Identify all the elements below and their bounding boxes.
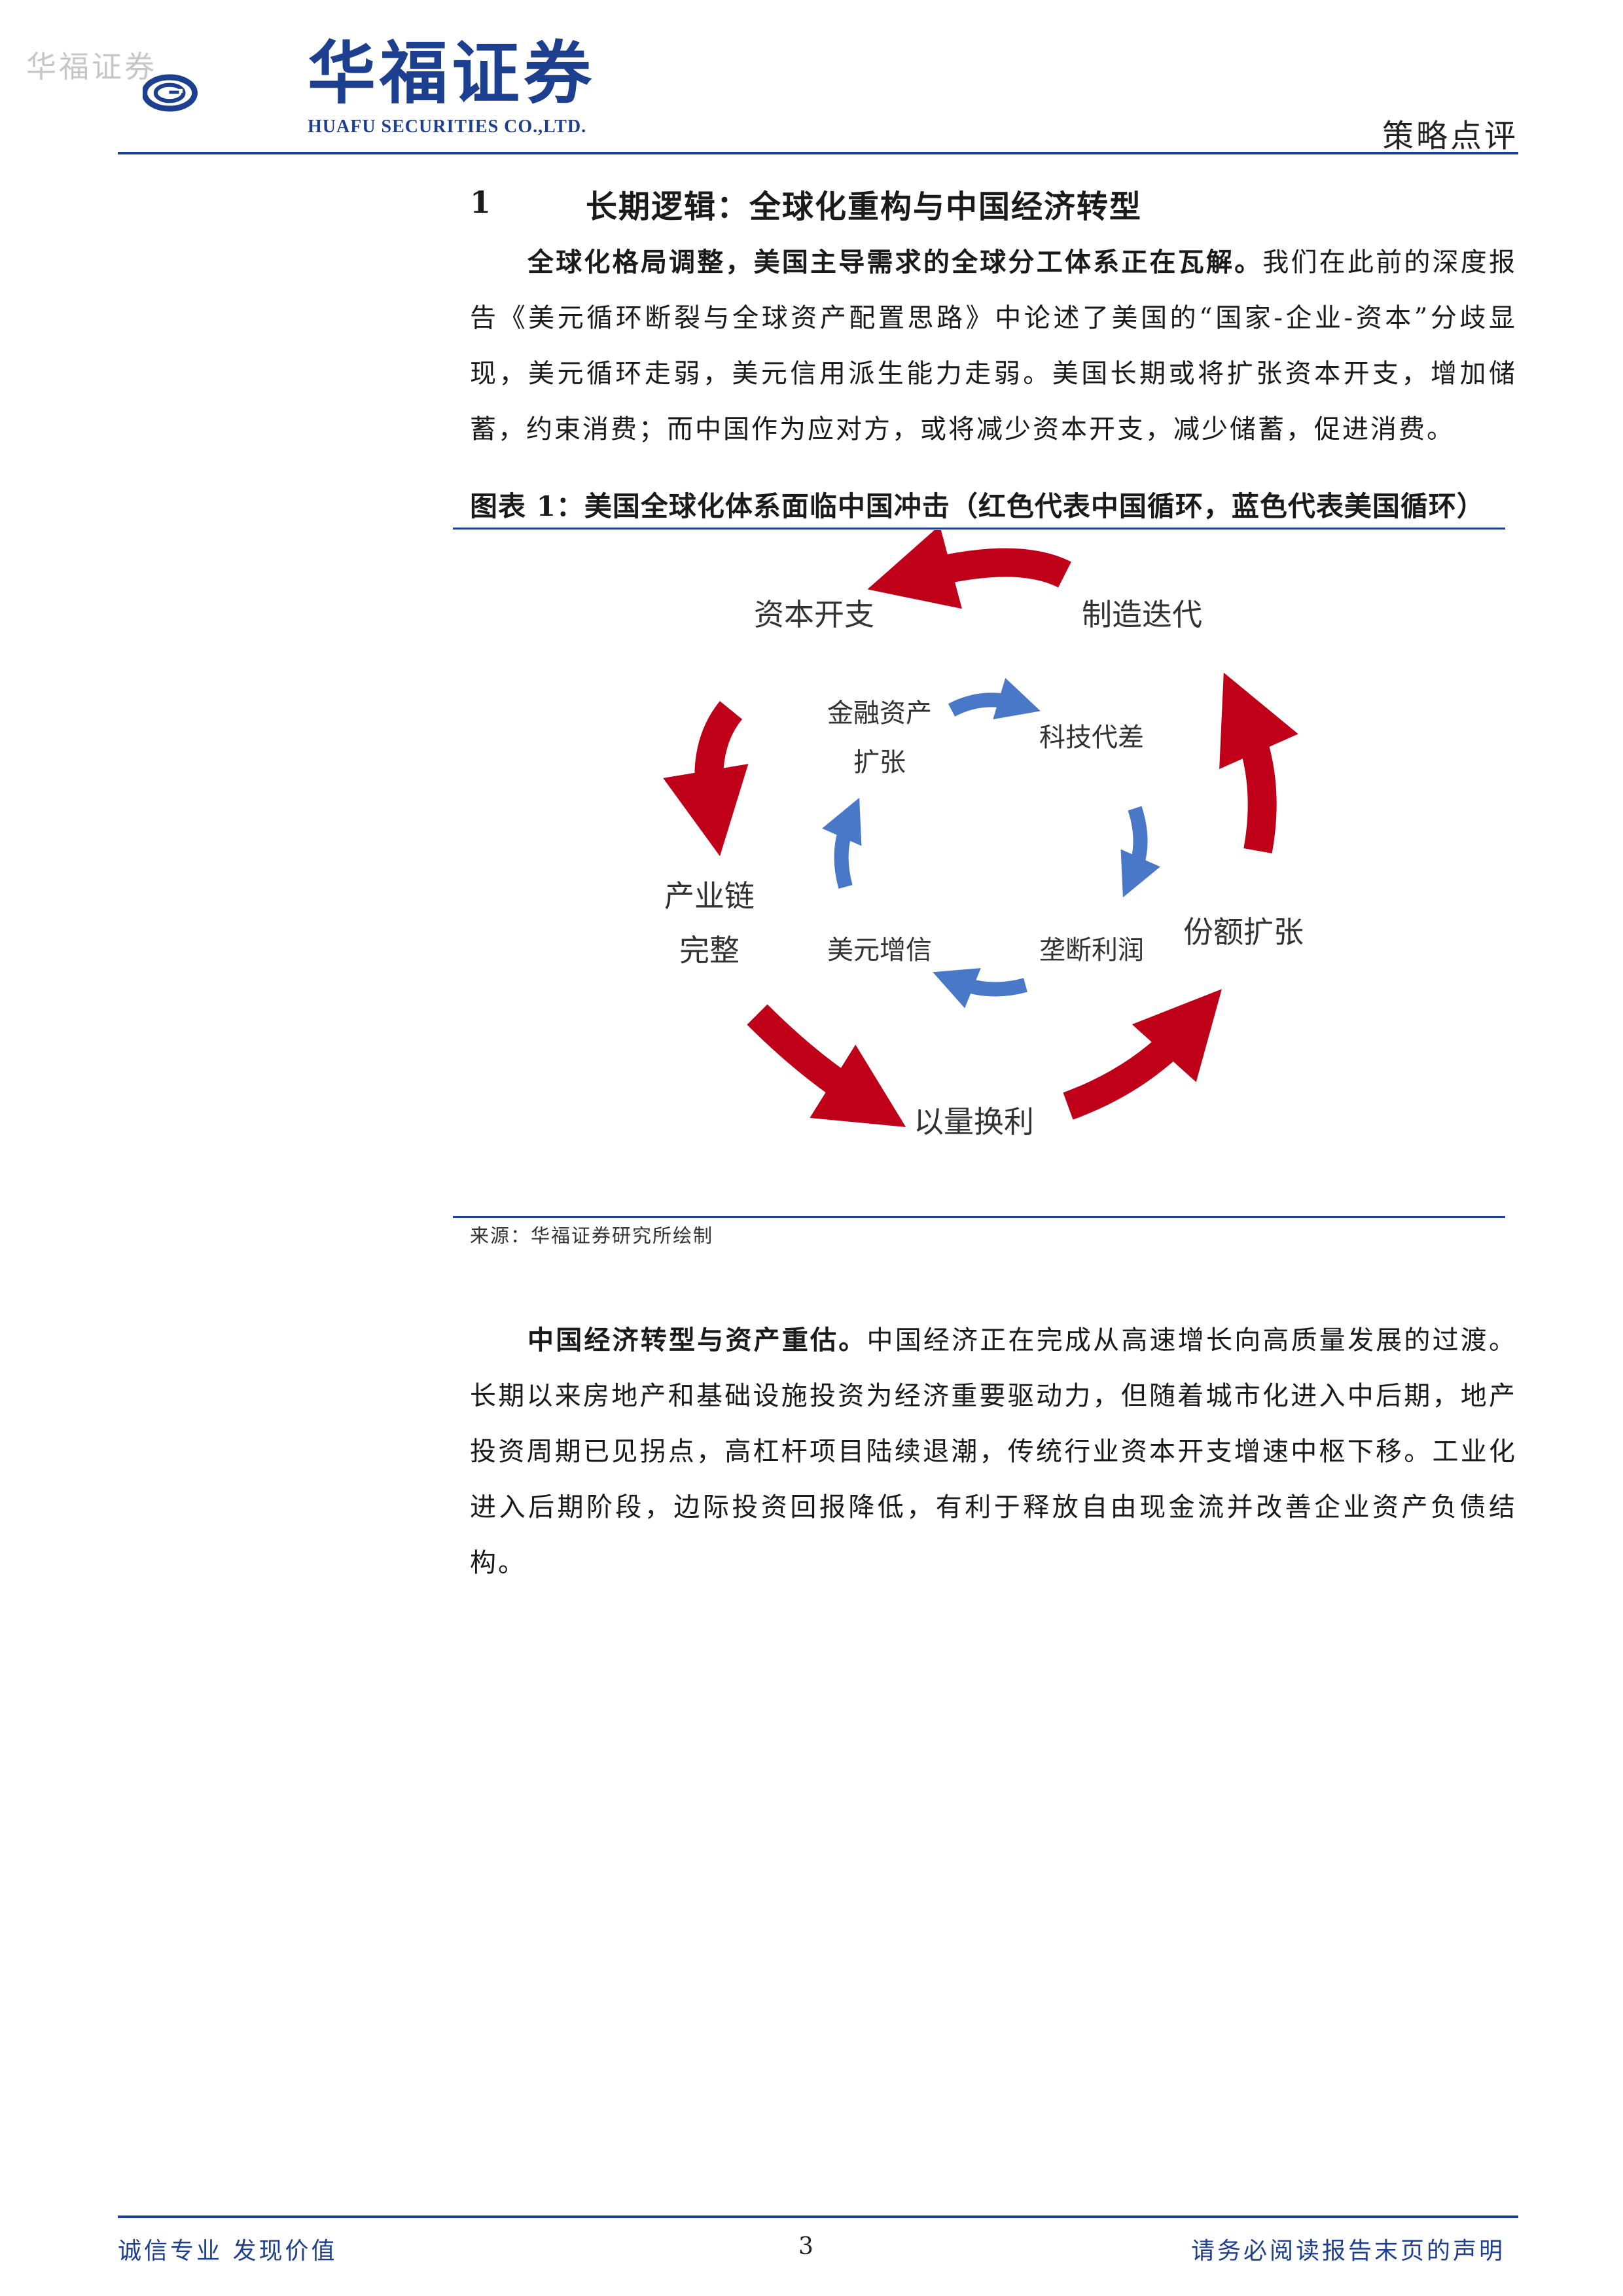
red-arrow-top	[867, 530, 1071, 609]
footer-disclaimer: 请务必阅读报告末页的声明	[1190, 2238, 1505, 2265]
figure-bottom-rule	[453, 1216, 1505, 1218]
figure-top-rule	[453, 528, 1505, 529]
paragraph-body: 中国经济正在完成从高速增长向高质量发展的过渡。长期以来房地产和基础设施投资为经济…	[470, 1325, 1518, 1578]
cycle-diagram: 资本开支 制造迭代 份额扩张 以量换利 产业链 完整 金融资产 扩张 科技代差 …	[663, 530, 1304, 1139]
node-volume: 以量换利	[914, 1104, 1034, 1139]
node-chain-line1: 产业链	[664, 878, 755, 914]
node-financial-line1: 金融资产	[827, 698, 932, 728]
figure-source: 来源：华福证券研究所绘制	[470, 1225, 714, 1247]
logo-chinese-name: 华福证券	[308, 33, 596, 113]
footer-divider	[118, 2215, 1518, 2218]
paragraph-body: 我们在此前的深度报告《美元循环断裂与全球资产配置思路》中论述了美国的“国家-企业…	[470, 247, 1518, 444]
paragraph-globalization: 全球化格局调整，美国主导需求的全球分工体系正在瓦解。我们在此前的深度报告《美元循…	[470, 234, 1517, 457]
blue-arrow-top	[948, 677, 1041, 720]
watermark: 华福证券	[26, 49, 157, 84]
blue-arrow-bottom	[933, 968, 1027, 1009]
node-monopoly: 垄断利润	[1039, 935, 1144, 965]
section-number: 1	[470, 185, 491, 220]
figure-title: 图表 1：美国全球化体系面临中国冲击（红色代表中国循环，蓝色代表美国循环）	[470, 490, 1485, 522]
red-arrow-left	[663, 701, 749, 857]
red-arrow-bottom-left	[747, 1004, 906, 1127]
node-chain-line2: 完整	[679, 933, 740, 968]
paragraph-lead: 中国经济转型与资产重估。	[527, 1325, 867, 1355]
red-arrow-right	[1219, 672, 1298, 853]
red-arrow-bottom-right	[1063, 989, 1222, 1120]
logo-english-name: HUAFU SECURITIES CO.,LTD.	[308, 117, 587, 137]
huafu-logo-icon	[143, 74, 198, 112]
page-number: 3	[798, 2233, 813, 2260]
section-title: 长期逻辑：全球化重构与中国经济转型	[586, 188, 1143, 225]
node-usd: 美元增信	[827, 935, 932, 965]
blue-arrow-right	[1120, 806, 1160, 898]
node-tech: 科技代差	[1039, 723, 1144, 753]
paragraph-china-transition: 中国经济转型与资产重估。中国经济正在完成从高速增长向高质量发展的过渡。长期以来房…	[470, 1312, 1517, 1591]
blue-arrow-left	[822, 797, 862, 889]
header-divider	[118, 152, 1518, 154]
paragraph-lead: 全球化格局调整，美国主导需求的全球分工体系正在瓦解。	[527, 247, 1263, 278]
node-capex: 资本开支	[754, 597, 874, 632]
document-type: 策略点评	[1382, 118, 1518, 154]
footer-slogan: 诚信专业 发现价值	[118, 2238, 338, 2265]
node-share: 份额扩张	[1183, 914, 1304, 950]
node-financial-line2: 扩张	[853, 747, 906, 778]
node-manufacturing: 制造迭代	[1082, 597, 1202, 632]
